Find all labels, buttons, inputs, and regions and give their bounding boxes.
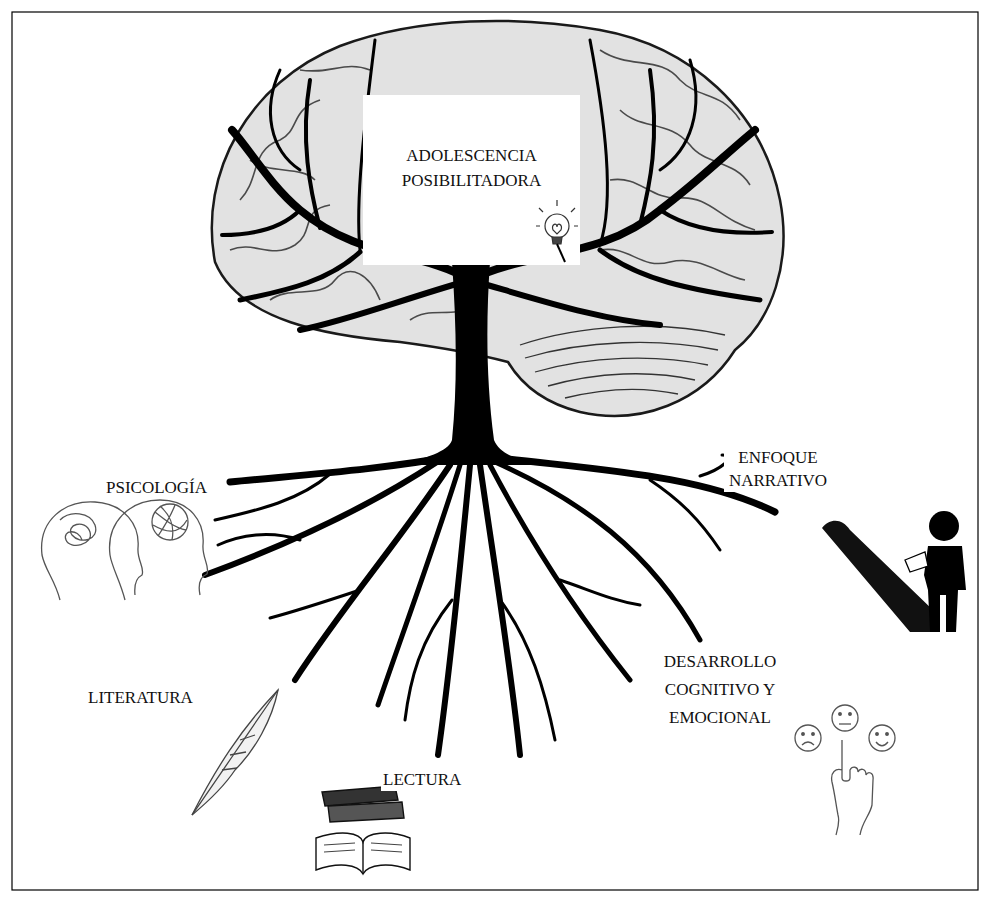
reader-icon bbox=[822, 511, 966, 632]
root-label: ENFOQUE NARRATIVO bbox=[724, 446, 832, 492]
root-label: PSICOLOGÍA bbox=[104, 476, 209, 499]
tree-branches bbox=[222, 40, 772, 330]
node-text: ADOLESCENCIA POSIBILITADORA bbox=[377, 143, 566, 193]
lightbulb-icon bbox=[535, 196, 579, 266]
root-label: DESARROLLO COGNITIVO Y EMOCIONAL bbox=[648, 648, 792, 732]
emotions-icon bbox=[795, 705, 895, 835]
cerebellum-lines bbox=[520, 326, 725, 398]
root-label: LECTURA bbox=[381, 768, 463, 791]
tree-trunk bbox=[400, 262, 540, 465]
quill-icon bbox=[192, 690, 278, 815]
psychology-icon bbox=[42, 500, 208, 600]
frame-border bbox=[12, 12, 978, 890]
root-label: LITERATURA bbox=[86, 686, 195, 709]
brain-drawing bbox=[212, 21, 784, 416]
title-box: ADOLESCENCIA POSIBILITADORA bbox=[363, 95, 580, 265]
books-icon bbox=[316, 786, 410, 874]
